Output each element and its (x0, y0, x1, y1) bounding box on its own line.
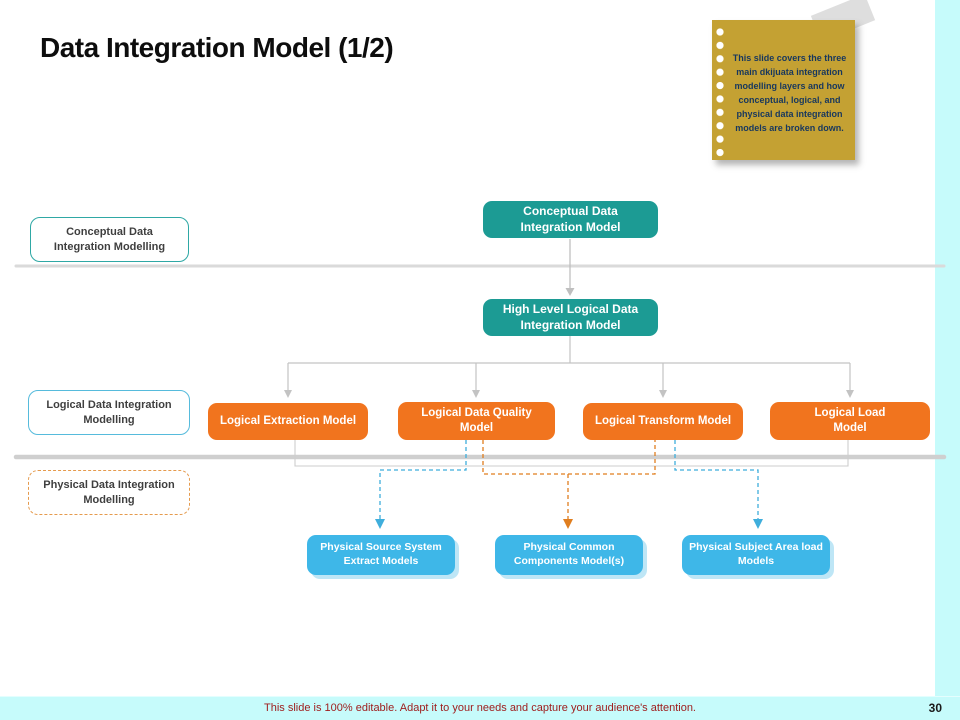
arrowhead-icon (753, 519, 763, 529)
tree-connector (287, 336, 851, 390)
node-conceptual-data-integration-model[interactable]: Conceptual Data Integration Model (483, 201, 658, 238)
label-text: Physical Data Integration Modelling (43, 478, 175, 506)
arrowhead-icon (846, 390, 854, 398)
node-text: Conceptual Data Integration Model (520, 203, 621, 234)
dashed-connector-blue-left (379, 440, 467, 519)
note-holes-icon (714, 26, 726, 160)
arrowhead-icon (284, 390, 292, 398)
node-high-level-logical-model[interactable]: High Level Logical Data Integration Mode… (483, 299, 658, 336)
page-number: 30 (928, 701, 942, 715)
bracket-connector (294, 440, 849, 467)
node-physical-common-components[interactable]: Physical Common Components Model(s) (495, 535, 643, 575)
node-text: High Level Logical Data Integration Mode… (502, 301, 639, 332)
arrowhead-icon (563, 519, 573, 529)
node-text: Logical Load Model (814, 407, 886, 434)
node-logical-transform-model[interactable]: Logical Transform Model (583, 403, 743, 440)
node-text: Logical Data Quality Model (421, 407, 532, 434)
label-logical-modelling[interactable]: Logical Data Integration Modelling (28, 390, 190, 435)
arrowhead-icon (472, 390, 480, 398)
sticky-note[interactable]: This slide covers the three main dkijuat… (712, 20, 855, 160)
page-title: Data Integration Model (1/2) (40, 32, 394, 63)
node-text: Logical Extraction Model (219, 415, 357, 428)
arrowhead-icon (565, 288, 575, 296)
node-text: Physical Subject Area load Models (689, 541, 823, 567)
label-conceptual-modelling[interactable]: Conceptual Data Integration Modelling (30, 217, 189, 262)
node-physical-source-system-extract[interactable]: Physical Source System Extract Models (307, 535, 455, 575)
node-logical-load-model[interactable]: Logical Load Model (770, 402, 930, 440)
label-text: Logical Data Integration Modelling (46, 398, 172, 426)
node-text: Physical Common Components Model(s) (513, 541, 625, 567)
node-text: Physical Source System Extract Models (320, 541, 442, 567)
dashed-connector-orange (482, 440, 656, 519)
node-logical-data-quality-model[interactable]: Logical Data Quality Model (398, 402, 555, 440)
node-logical-extraction-model[interactable]: Logical Extraction Model (208, 403, 368, 440)
node-physical-subject-area-load[interactable]: Physical Subject Area load Models (682, 535, 830, 575)
node-text: Logical Transform Model (594, 415, 732, 428)
dashed-connector-blue-right (674, 440, 759, 519)
label-physical-modelling[interactable]: Physical Data Integration Modelling (28, 470, 190, 515)
arrowhead-icon (375, 519, 385, 529)
label-text: Conceptual Data Integration Modelling (53, 225, 166, 253)
footer-bar: This slide is 100% editable. Adapt it to… (0, 696, 960, 720)
arrowhead-icon (659, 390, 667, 398)
sticky-note-text: This slide covers the three main dkijuat… (732, 53, 847, 133)
right-edge-strip (935, 0, 960, 720)
footer-note: This slide is 100% editable. Adapt it to… (264, 702, 696, 714)
